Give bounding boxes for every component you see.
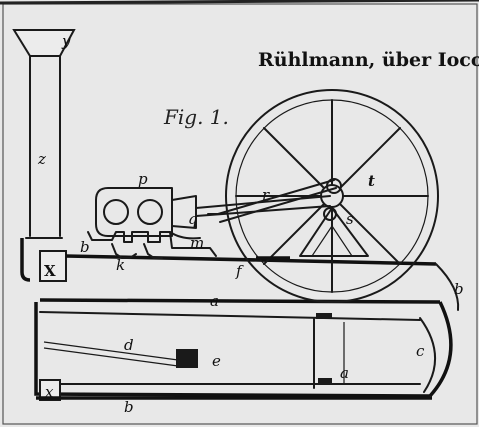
label-t: t <box>368 172 375 190</box>
steam-chest <box>87 231 217 257</box>
boiler-front-outer <box>428 301 453 398</box>
boiler-inner-top <box>39 311 421 321</box>
chimney <box>12 29 76 282</box>
plate-header: Rühlmann, über Ioco <box>258 49 479 71</box>
label-a-top: a <box>210 292 219 310</box>
crank-pin <box>326 178 342 194</box>
boiler-shell <box>34 301 453 398</box>
boiler-rivet-bottom <box>318 378 332 383</box>
plate-border <box>2 3 478 425</box>
label-d: d <box>124 336 134 354</box>
label-p: p <box>138 170 148 188</box>
crank-eccentric <box>323 207 337 221</box>
firebox <box>43 341 198 368</box>
chimney-stack <box>29 55 61 237</box>
cylinder-assembly <box>87 187 331 259</box>
label-c: c <box>416 342 425 360</box>
label-b-right: b <box>454 280 464 298</box>
boiler-shell-outline <box>34 302 431 398</box>
exhaust-pipe <box>169 231 201 240</box>
connecting-rod <box>207 178 342 223</box>
crosshead-guide <box>171 195 197 229</box>
label-y: y <box>61 32 71 50</box>
cylinder-head-left <box>103 199 129 225</box>
firedoor-box <box>39 379 61 401</box>
label-x: x <box>45 383 54 401</box>
label-m: m <box>190 234 204 252</box>
connecting-rod-body <box>217 179 337 223</box>
cylinder-head-right <box>137 199 163 225</box>
chimney-bend <box>20 238 31 282</box>
label-s: s <box>346 210 354 228</box>
firebox-block <box>176 349 198 368</box>
smokebox <box>39 250 67 282</box>
flywheel-pedestal-brace <box>311 224 353 257</box>
label-k: k <box>116 256 125 274</box>
cylinder-body <box>95 187 173 237</box>
label-f: f <box>235 262 244 280</box>
boiler-upper-base <box>39 298 441 304</box>
top-plate-edge <box>0 0 479 5</box>
flywheel-rim-outer <box>225 89 439 303</box>
firebox-block-hatch <box>176 351 198 365</box>
boiler-right-curve <box>435 263 460 311</box>
flywheel-pedestal <box>299 207 369 257</box>
figure-title: Fig. 1. <box>163 105 229 129</box>
label-z: z <box>37 150 46 168</box>
label-e: e <box>212 352 221 370</box>
label-r: r <box>262 186 270 204</box>
label-b-bottom: b <box>124 398 134 416</box>
label-q: q <box>188 210 198 228</box>
grate-bars <box>43 341 179 367</box>
label-b-top: b <box>80 238 90 256</box>
valve-box <box>111 243 163 259</box>
boiler-rivet-top <box>316 313 332 319</box>
boiler-front-curve <box>419 317 436 393</box>
flywheel <box>225 89 439 303</box>
label-X: X <box>44 262 56 280</box>
label-a-bottom: a <box>340 364 349 382</box>
